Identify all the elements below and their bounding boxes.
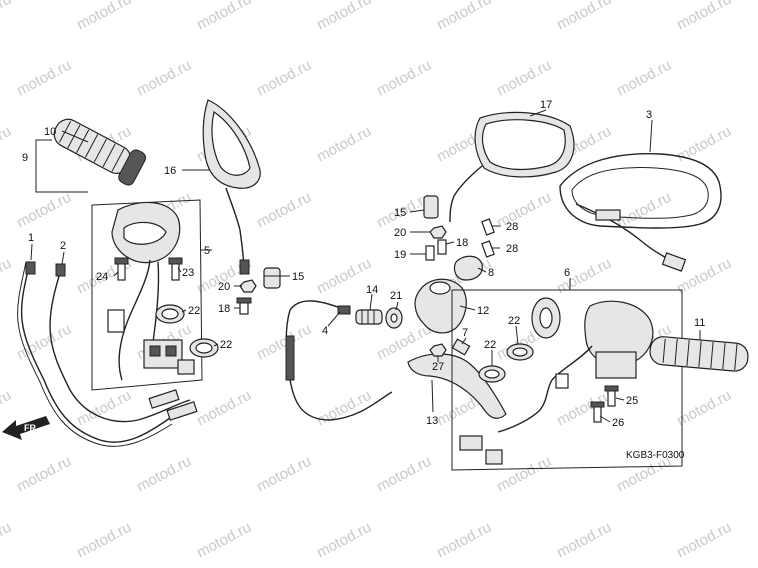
watermark-text: motod.ru [554,519,614,562]
callout-28-b: 28 [506,243,518,255]
callout-17: 17 [540,99,552,111]
watermark-text: motod.ru [674,123,734,166]
watermark-text: motod.ru [674,0,734,34]
leader-lines [30,109,701,423]
left-switch-housing-drawing [91,199,203,391]
watermark-text: motod.ru [674,387,734,430]
callout-10: 10 [44,126,56,138]
callout-9: 9 [22,152,28,164]
callout-28-a: 28 [506,221,518,233]
watermark-text: motod.ru [554,0,614,34]
callout-22-b: 22 [220,339,232,351]
callout-22-c: 22 [508,315,520,327]
throttle-grip-drawing [53,118,147,186]
watermark-text: motod.ru [0,0,14,34]
watermark-text: motod.ru [194,519,254,562]
watermark-text: motod.ru [134,57,194,100]
left-small-parts-drawing [17,99,281,447]
watermark-text: motod.ru [14,453,74,496]
callout-7: 7 [462,327,468,339]
watermark-text: motod.ru [494,453,554,496]
callout-22-d: 22 [484,339,496,351]
brake-lever-assembly-drawing [285,111,575,421]
watermark-text: motod.ru [554,387,614,430]
watermark-text: motod.ru [0,123,14,166]
callout-labels: 10 9 1 2 16 5 24 23 22 22 20 18 15 14 21… [22,99,705,461]
callout-22-a: 22 [188,305,200,317]
callout-11: 11 [694,317,705,329]
watermark-text: motod.ru [494,57,554,100]
front-direction-arrow [2,416,50,440]
watermark-text: motod.ru [254,321,314,364]
watermark-text: motod.ru [14,57,74,100]
watermark-text: motod.ru [314,387,374,430]
callout-23: 23 [182,267,194,279]
callout-8: 8 [488,267,494,279]
callout-2: 2 [60,240,66,252]
callout-15-b: 15 [394,207,406,219]
callout-18-a: 18 [218,303,230,315]
callout-15-a: 15 [292,271,304,283]
watermark-text: motod.ru [614,57,674,100]
watermark-text: motod.ru [0,255,14,298]
callout-25: 25 [626,395,638,407]
watermark-text: motod.ru [314,519,374,562]
watermark-text: motod.ru [0,519,14,562]
callout-24: 24 [96,271,108,283]
watermark-text: motod.ru [314,0,374,34]
callout-21: 21 [390,290,402,302]
callout-13: 13 [426,415,438,427]
callout-26: 26 [612,417,624,429]
watermark-text: motod.ru [194,387,254,430]
watermark-text: motod.ru [314,123,374,166]
callout-16: 16 [164,165,176,177]
watermark-text: motod.ru [134,453,194,496]
callout-20-b: 20 [394,227,406,239]
watermark-text: motod.ru [434,519,494,562]
right-assembly-drawing [451,153,749,471]
callout-19: 19 [394,249,406,261]
watermark-text: motod.ru [434,0,494,34]
callout-5: 5 [204,245,210,257]
watermark-text: motod.ru [194,0,254,34]
watermark-text: motod.ru [494,189,554,232]
callout-1: 1 [28,232,34,244]
callout-27: 27 [432,361,444,373]
watermark-text: motod.ru [674,519,734,562]
watermark-text: motod.ru [374,453,434,496]
watermark-text: motod.ru [614,189,674,232]
watermark-text: motod.ru [254,189,314,232]
watermark-text: motod.ru [74,387,134,430]
callout-14: 14 [366,284,378,296]
watermark-text: motod.ru [254,453,314,496]
watermark-text: motod.ru [74,519,134,562]
callout-12: 12 [477,305,489,317]
watermark-text: motod.ru [254,57,314,100]
diagram-code: KGB3-F0300 [626,450,685,461]
callout-3: 3 [646,109,652,121]
direction-label: FR. [24,423,39,433]
watermark-text: motod.ru [0,387,14,430]
watermark-text: motod.ru [554,255,614,298]
watermark-text: motod.ru [74,0,134,34]
watermark-text: motod.ru [14,189,74,232]
watermark-text: motod.ru [374,57,434,100]
callout-18-b: 18 [456,237,468,249]
callout-6: 6 [564,267,570,279]
callout-20-a: 20 [218,281,230,293]
callout-4: 4 [322,325,328,337]
